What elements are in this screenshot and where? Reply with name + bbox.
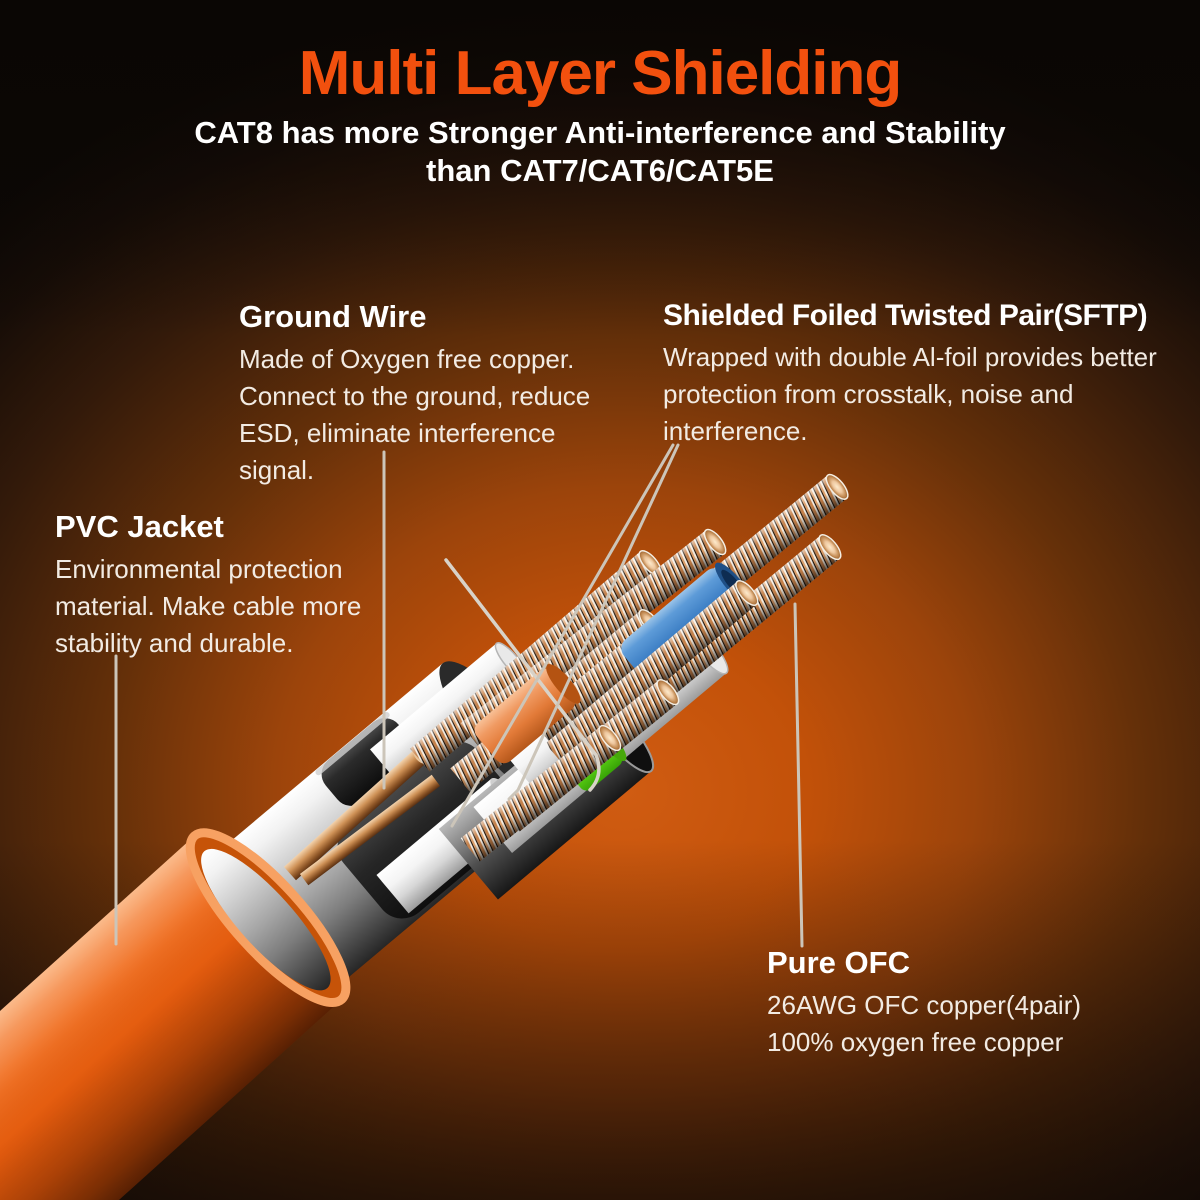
loose-strand-graphic xyxy=(444,558,601,792)
pvc-jacket-graphic xyxy=(0,828,351,1200)
sftp-leader-line-2 xyxy=(450,443,675,828)
wire-insulation-orange xyxy=(474,664,581,764)
sftp-leader-line-1 xyxy=(507,443,680,801)
pure-ofc-leader-line xyxy=(793,602,804,948)
twisted-pair-wire xyxy=(460,724,622,862)
leader-lines xyxy=(114,443,804,948)
twisted-pair-wire xyxy=(545,580,759,767)
ground-wire-strand-graphic-2 xyxy=(299,774,441,886)
